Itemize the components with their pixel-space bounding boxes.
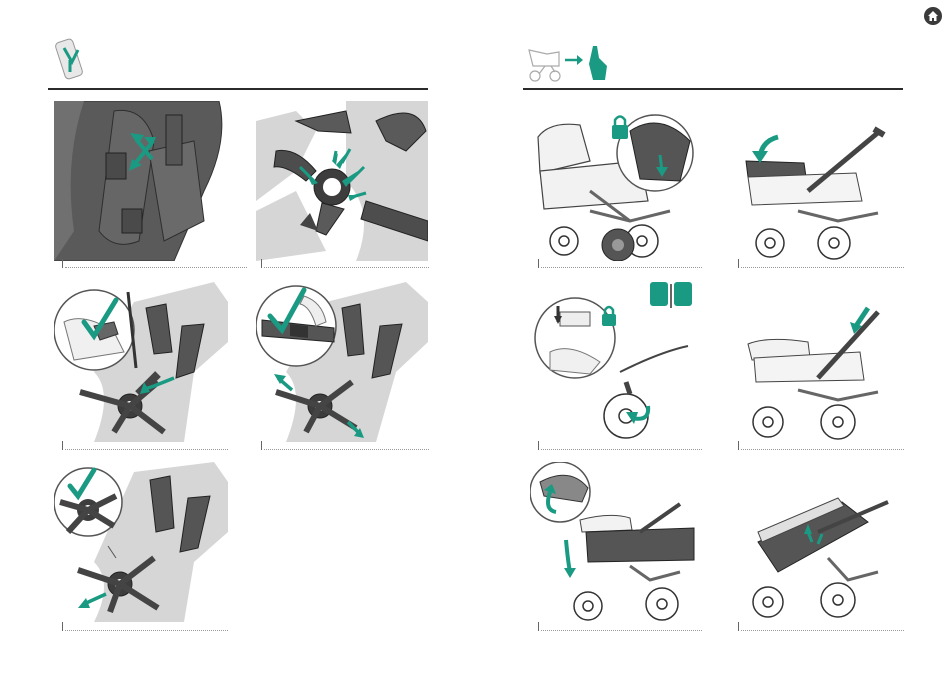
step-panel-l4 — [256, 282, 428, 442]
step-caption-l3 — [62, 441, 228, 451]
step-caption-l4 — [261, 441, 429, 451]
home-icon — [927, 10, 939, 22]
step-panel-r4 — [738, 282, 904, 442]
step-panel-l2 — [256, 101, 428, 261]
step-caption-r6 — [738, 622, 904, 632]
step-panel-l1 — [54, 101, 228, 261]
step-panel-l5 — [54, 462, 228, 622]
step-panel-r1 — [530, 101, 700, 261]
step-caption-l1 — [62, 259, 247, 269]
right-header-rule — [523, 88, 903, 90]
step-caption-r4 — [738, 441, 904, 451]
step-caption-r3 — [538, 441, 702, 451]
step-caption-l5 — [62, 622, 228, 632]
step-caption-r1 — [538, 259, 702, 269]
step-panel-r2 — [738, 101, 904, 261]
harness-strap-icon — [52, 38, 90, 87]
step-panel-r6 — [738, 462, 904, 622]
step-caption-r2 — [738, 259, 904, 269]
step-panel-r5 — [530, 462, 700, 622]
home-button[interactable] — [924, 7, 942, 25]
left-header-rule — [48, 88, 428, 90]
step-caption-r5 — [538, 622, 702, 632]
step-caption-l2 — [261, 259, 429, 269]
step-panel-l3 — [54, 282, 228, 442]
stroller-to-hand-icon — [525, 42, 615, 89]
step-panel-r3 — [530, 282, 700, 442]
